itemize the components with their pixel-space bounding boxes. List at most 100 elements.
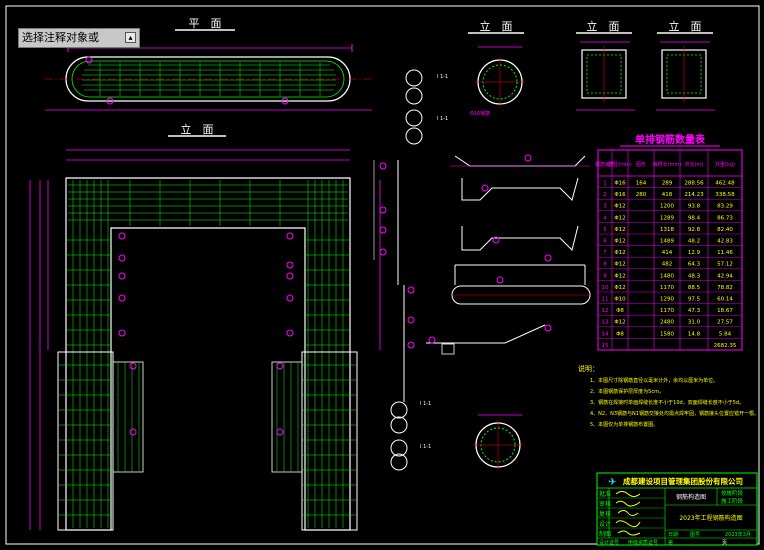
table-cell: 1200 bbox=[660, 204, 674, 210]
table-cell: Φ12 bbox=[614, 262, 625, 268]
table-header-cell: 钢筋编号 bbox=[595, 161, 615, 168]
side-view-box-1[interactable]: 立 面 bbox=[576, 19, 635, 111]
notes-title: 说明： bbox=[578, 364, 599, 373]
table-cell: 6 bbox=[603, 239, 607, 245]
expand-icon[interactable]: ▴ bbox=[125, 32, 136, 43]
svg-text:审核: 审核 bbox=[599, 500, 611, 508]
table-cell: 1580 bbox=[660, 331, 674, 337]
note-line-2: 2、本图钢筋保护层厚度为5cm。 bbox=[590, 388, 664, 395]
table-cell: 1 bbox=[603, 181, 607, 187]
note-line-5: 5、本图仅为单排钢筋布置图。 bbox=[590, 421, 658, 428]
table-cell: 288.56 bbox=[684, 181, 704, 187]
side-view-2-title: 立 面 bbox=[587, 19, 620, 33]
company-logo-icon: ✈ bbox=[608, 477, 616, 488]
table-cell: 48.3 bbox=[688, 273, 701, 279]
table-cell: 13 bbox=[602, 320, 609, 326]
svg-text:第: 第 bbox=[668, 539, 673, 546]
table-cell: 98.4 bbox=[688, 215, 701, 221]
table-cell: 92.8 bbox=[688, 227, 701, 233]
table-cell: 5.84 bbox=[719, 331, 732, 337]
table-cell: 482 bbox=[662, 262, 673, 268]
section-bubbles: Ⅰ 1-1 Ⅰ 1-1 Ⅰ 1-1 Ⅰ 1-1 bbox=[390, 69, 448, 471]
drawing-border bbox=[5, 5, 760, 545]
table-cell: 1480 bbox=[660, 273, 674, 279]
right-pile bbox=[301, 351, 358, 531]
title-block[interactable]: ✈ 成都建设项目管理集团股份有限公司 批准 审核 复核 设计 制图 钢筋构造图 … bbox=[596, 472, 758, 546]
table-cell: 1289 bbox=[660, 215, 674, 221]
plan-rebar-grid bbox=[82, 62, 336, 96]
table-cell: 12 bbox=[602, 308, 609, 314]
side-view-circular[interactable]: 立 面 Φ16钢筋 bbox=[468, 19, 525, 117]
front-elevation[interactable]: 立 面 bbox=[29, 122, 381, 531]
table-cell: 414 bbox=[662, 250, 673, 256]
table-header-cell: 每根长(mm) bbox=[653, 161, 682, 168]
svg-text:日期: 日期 bbox=[668, 532, 678, 538]
table-header-cell: 共长(m) bbox=[685, 161, 704, 168]
table-cell: 1318 bbox=[660, 227, 674, 233]
drawing-title: 2023年工程钢筋构造图 bbox=[679, 514, 742, 522]
side-view-3-title: 立 面 bbox=[669, 19, 702, 33]
svg-text:设计证号: 设计证号 bbox=[599, 539, 619, 546]
company-name: 成都建设项目管理集团股份有限公司 bbox=[623, 476, 743, 486]
table-cell: 60.14 bbox=[717, 297, 733, 303]
table-cell: 3 bbox=[603, 204, 607, 210]
table-cell: Φ12 bbox=[614, 285, 625, 291]
column-horizontal-ties bbox=[66, 239, 350, 346]
table-cell: 10 bbox=[602, 285, 609, 291]
table-cell: 14.8 bbox=[688, 331, 701, 337]
table-cell: 338.58 bbox=[715, 192, 735, 198]
tooltip-text: 选择注释对象或 bbox=[22, 31, 99, 44]
svg-text:2023年3月: 2023年3月 bbox=[725, 531, 751, 538]
table-header-cell: 直径(mm) bbox=[608, 161, 632, 168]
table-title: 单排钢筋数量表 bbox=[635, 133, 706, 146]
table-cell: 47.3 bbox=[688, 308, 701, 314]
svg-text:技施阶段: 技施阶段 bbox=[721, 489, 744, 497]
table-cell: 27.57 bbox=[717, 320, 733, 326]
table-cell: 64.3 bbox=[688, 262, 701, 268]
annotation-select-tooltip: 选择注释对象或 ▴ bbox=[18, 28, 140, 48]
svg-text:甲级资质证号: 甲级资质证号 bbox=[628, 539, 658, 546]
side-view-1-title: 立 面 bbox=[480, 19, 513, 33]
svg-text:Φ16钢筋: Φ16钢筋 bbox=[470, 110, 490, 117]
table-cell: 15 bbox=[602, 343, 609, 349]
table-cell: Φ16 bbox=[614, 192, 626, 198]
table-cell: 42.94 bbox=[717, 273, 733, 279]
table-cell: 9 bbox=[603, 273, 607, 279]
svg-text:Ⅰ 1-1: Ⅰ 1-1 bbox=[420, 401, 431, 407]
table-cell: 164 bbox=[636, 181, 647, 187]
section-circle-bottom[interactable] bbox=[473, 414, 523, 470]
table-cell: 31.0 bbox=[688, 320, 701, 326]
table-cell: 4 bbox=[603, 215, 607, 221]
table-cell: 1170 bbox=[660, 285, 674, 291]
table-cell: 8 bbox=[603, 262, 607, 268]
table-cell: 82.40 bbox=[717, 227, 733, 233]
table-cell: 93.8 bbox=[688, 204, 701, 210]
table-cell: 2682.35 bbox=[714, 343, 737, 349]
plan-view[interactable]: 平 面 bbox=[44, 17, 372, 111]
table-cell: 57.12 bbox=[717, 262, 733, 268]
svg-text:制图: 制图 bbox=[599, 530, 611, 538]
svg-text:复核: 复核 bbox=[599, 510, 611, 518]
svg-text:Ⅰ 1-1: Ⅰ 1-1 bbox=[420, 444, 431, 450]
table-cell: Φ12 bbox=[614, 250, 625, 256]
signature-marks bbox=[615, 491, 641, 536]
svg-text:施工阶段: 施工阶段 bbox=[721, 497, 744, 505]
plan-view-title: 平 面 bbox=[189, 17, 222, 30]
drawing-name: 钢筋构造图 bbox=[676, 493, 706, 501]
table-cell: 18.67 bbox=[717, 308, 733, 314]
table-cell: 12.9 bbox=[688, 250, 701, 256]
notes-block[interactable]: 说明： 1、本图尺寸除钢筋直径以毫米计外，余均以厘米为单位。 2、本图钢筋保护层… bbox=[578, 364, 759, 428]
table-cell: Φ8 bbox=[616, 308, 624, 314]
note-line-3: 3、钢筋在焊接时单面焊缝长度不小于10d，双面焊缝长度不小于5d。 bbox=[590, 399, 744, 406]
front-elevation-title: 立 面 bbox=[181, 122, 214, 136]
note-line-4: 4、N2、N3钢筋与N1钢筋交接处均需点焊牢固，钢筋接头位置应错开一根。 bbox=[590, 410, 759, 417]
table-cell: 1170 bbox=[660, 308, 674, 314]
table-cell: Φ12 bbox=[614, 320, 625, 326]
table-cell: Φ8 bbox=[616, 331, 624, 337]
portal-rebar bbox=[68, 180, 348, 528]
rebar-detail-sketches[interactable] bbox=[373, 154, 591, 402]
side-view-box-2[interactable]: 立 面 bbox=[656, 19, 715, 111]
table-cell: 2480 bbox=[660, 320, 674, 326]
